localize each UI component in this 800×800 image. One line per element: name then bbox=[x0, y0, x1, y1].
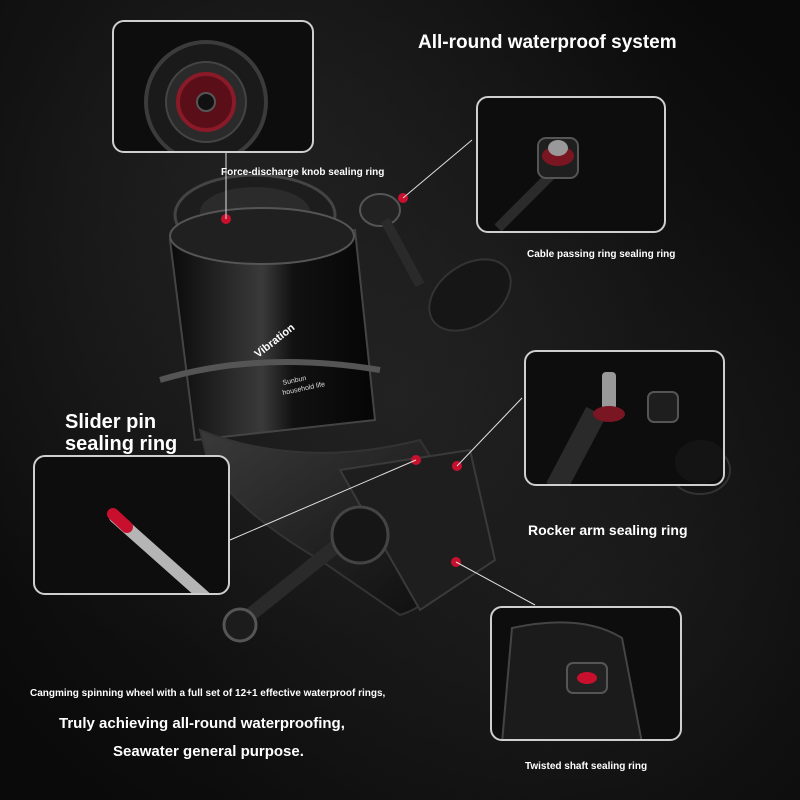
label-slider-pin-line2: sealing ring bbox=[65, 433, 178, 455]
description-line-3: Seawater general purpose. bbox=[113, 743, 304, 760]
panel-rocker-arm bbox=[524, 350, 725, 486]
rocker-arm-closeup-image bbox=[546, 372, 723, 484]
page-title: All-round waterproof system bbox=[418, 32, 677, 53]
label-force-discharge: Force-discharge knob sealing ring bbox=[221, 167, 385, 178]
label-twisted-shaft: Twisted shaft sealing ring bbox=[525, 761, 648, 772]
panel-twisted-shaft bbox=[490, 606, 682, 741]
slider-pin-closeup-image bbox=[107, 508, 210, 593]
panel-force-discharge-knob bbox=[112, 20, 314, 153]
twisted-shaft-closeup-image bbox=[501, 621, 643, 739]
label-cable-passing: Cable passing ring sealing ring bbox=[527, 249, 676, 260]
description-line-2: Truly achieving all-round waterproofing, bbox=[59, 715, 345, 732]
description-line-1: Cangming spinning wheel with a full set … bbox=[30, 688, 386, 699]
knob-closeup-image bbox=[144, 40, 268, 151]
panel-cable-passing-ring bbox=[476, 96, 666, 233]
reel-sub-text-1: Sunbun bbox=[282, 375, 307, 387]
label-rocker-arm: Rocker arm sealing ring bbox=[528, 522, 688, 538]
label-slider-pin-line1: Slider pin bbox=[65, 411, 157, 433]
panel-slider-pin bbox=[33, 455, 230, 595]
cable-ring-closeup-image bbox=[494, 137, 579, 231]
